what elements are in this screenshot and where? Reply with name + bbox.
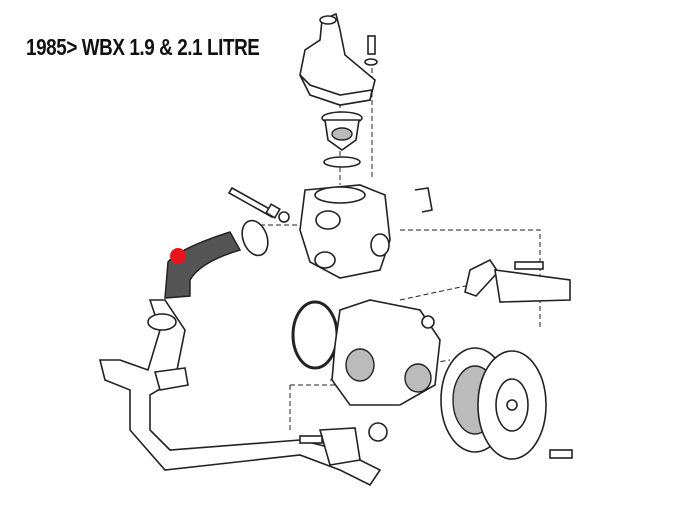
- pump-gasket: [291, 300, 339, 370]
- clip: [414, 187, 433, 213]
- pulley-bolt: [549, 449, 573, 459]
- outlet-pipe: [464, 258, 571, 303]
- highlight-marker: [170, 248, 186, 264]
- thermostat: [321, 111, 363, 151]
- bolt: [227, 186, 290, 223]
- diagram-title: 1985> WBX 1.9 & 2.1 LITRE: [26, 34, 260, 60]
- hose-clamp: [241, 219, 269, 257]
- thermostat-housing: [299, 184, 391, 279]
- coolant-hose: [164, 231, 242, 299]
- thermostat-housing-cover: [299, 12, 378, 106]
- water-pump: [331, 299, 441, 406]
- coolant-pipe: [98, 299, 388, 487]
- o-ring: [323, 156, 361, 168]
- pulley: [440, 347, 547, 460]
